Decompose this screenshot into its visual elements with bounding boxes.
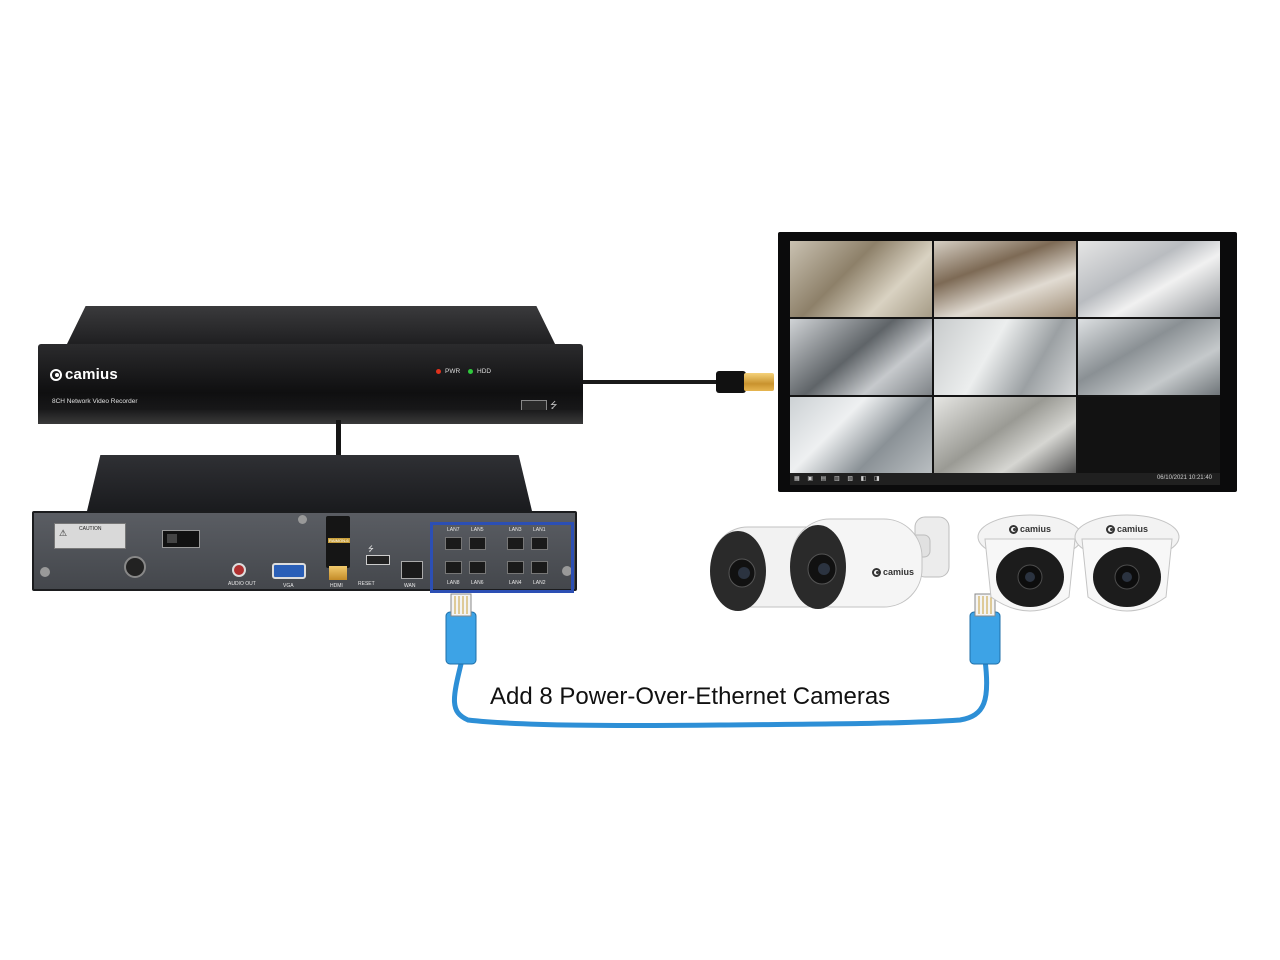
hdmi-connector-back: RAIMON-6 <box>326 516 350 568</box>
lan-port <box>445 537 462 550</box>
lan-label: LAN3 <box>509 527 522 533</box>
hdmi-cable-label: RAIMON-6 <box>328 538 350 543</box>
usb-icon: ⭍ <box>368 546 374 553</box>
lan-port <box>507 537 524 550</box>
monitor-taskbar: ▦ ▣ ▤ ▥ ▧ ◧ ◨ 06/10/2021 10:21:40 <box>790 473 1220 485</box>
taskbar-timestamp: 06/10/2021 10:21:40 <box>1156 475 1212 481</box>
pwr-led-icon <box>436 369 441 374</box>
vga-port <box>272 563 306 579</box>
hdmi-connector-tip <box>329 566 347 580</box>
camera-feed <box>1078 319 1220 395</box>
wan-port <box>401 561 423 579</box>
power-connector <box>124 556 146 578</box>
dome-camera-logo: camius <box>1009 524 1051 534</box>
lan-port <box>531 537 548 550</box>
camius-logo-icon <box>872 567 881 577</box>
nvr-front: camius 8CH Network Video Recorder PWR HD… <box>38 306 583 424</box>
rear-usb-port <box>366 555 390 565</box>
audio-out-label: AUDIO OUT <box>228 581 256 587</box>
bullet-camera-logo: camius <box>872 567 914 577</box>
camera-brand-text: camius <box>883 567 915 577</box>
warning-sticker: CAUTION ⚠ <box>54 523 126 549</box>
lan-label: LAN6 <box>471 580 484 586</box>
lan-port <box>445 561 462 574</box>
lan-port <box>469 561 486 574</box>
screw-icon <box>562 566 572 576</box>
lan-port <box>507 561 524 574</box>
hdmi-cable <box>583 380 718 384</box>
dome-camera-2 <box>1074 514 1180 612</box>
camera-brand-text: camius <box>1020 524 1052 534</box>
dome-camera-1 <box>977 514 1083 612</box>
screw-icon <box>298 515 307 524</box>
lan-port <box>531 561 548 574</box>
audio-out-port <box>232 563 246 577</box>
nvr-front-panel: camius 8CH Network Video Recorder PWR HD… <box>38 344 583 414</box>
camera-feed <box>934 241 1076 317</box>
reset-label: RESET <box>358 581 375 587</box>
power-switch <box>162 530 200 548</box>
dome-cameras <box>977 514 1180 612</box>
camius-logo-icon <box>1009 524 1018 534</box>
lan-label: LAN2 <box>533 580 546 586</box>
taskbar-icons: ▦ ▣ ▤ ▥ ▧ ◧ ◨ <box>794 476 883 482</box>
camera-feed-empty <box>1078 397 1220 473</box>
ethernet-cable-path <box>451 659 990 728</box>
hdd-indicator: HDD <box>468 368 491 375</box>
pwr-indicator: PWR <box>436 368 460 375</box>
lan-label: LAN7 <box>447 527 460 533</box>
nvr-base <box>38 410 583 424</box>
nvr-model-label: 8CH Network Video Recorder <box>52 398 138 405</box>
camera-feed <box>790 241 932 317</box>
pwr-label: PWR <box>445 368 461 375</box>
nvr-back-top-cover <box>87 455 532 511</box>
warning-label: CAUTION <box>79 526 102 532</box>
nvr-brand-text: camius <box>65 366 118 383</box>
bullet-camera-2 <box>790 518 923 609</box>
hdmi-plug-tip <box>744 373 774 391</box>
camera-feed <box>1078 241 1220 317</box>
nvr-brand-logo: camius <box>50 366 118 383</box>
rj45-plug-left <box>445 593 477 665</box>
lan-port <box>469 537 486 550</box>
camera-feed <box>934 397 1076 473</box>
lan-label: LAN8 <box>447 580 460 586</box>
bullet-cameras <box>710 516 950 611</box>
dome-camera-logo: camius <box>1106 524 1148 534</box>
diagram-caption: Add 8 Power-Over-Ethernet Cameras <box>490 683 891 710</box>
camius-logo-icon <box>50 368 62 381</box>
lan-label: LAN1 <box>533 527 546 533</box>
vga-label: VGA <box>283 583 294 589</box>
hdmi-label: HDMI <box>330 583 343 589</box>
monitor: ▦ ▣ ▤ ▥ ▧ ◧ ◨ 06/10/2021 10:21:40 <box>778 232 1237 492</box>
camera-feed <box>934 319 1076 395</box>
monitor-screen <box>790 241 1220 473</box>
hdd-led-icon <box>468 369 473 374</box>
hdmi-plug <box>716 371 746 393</box>
poe-lan-ports: LAN7 LAN5 LAN3 LAN1 LAN8 LAN6 LAN4 LAN2 <box>430 522 574 593</box>
warning-icon: ⚠ <box>59 528 68 538</box>
hdd-label: HDD <box>477 368 492 375</box>
lan-label: LAN5 <box>471 527 484 533</box>
wan-label: WAN <box>404 583 416 589</box>
camera-feed <box>790 319 932 395</box>
screw-icon <box>40 567 50 577</box>
rj45-plug-right <box>969 593 1001 665</box>
camera-brand-text: camius <box>1117 524 1149 534</box>
lan-label: LAN4 <box>509 580 522 586</box>
nvr-top-cover <box>66 306 556 346</box>
camius-logo-icon <box>1106 524 1115 534</box>
camera-feed <box>790 397 932 473</box>
usb-icon: ⭍ <box>550 400 558 410</box>
nvr-back: CAUTION ⚠ AUDIO OUT VGA HDMI ⭍ RESET WAN… <box>32 455 577 595</box>
